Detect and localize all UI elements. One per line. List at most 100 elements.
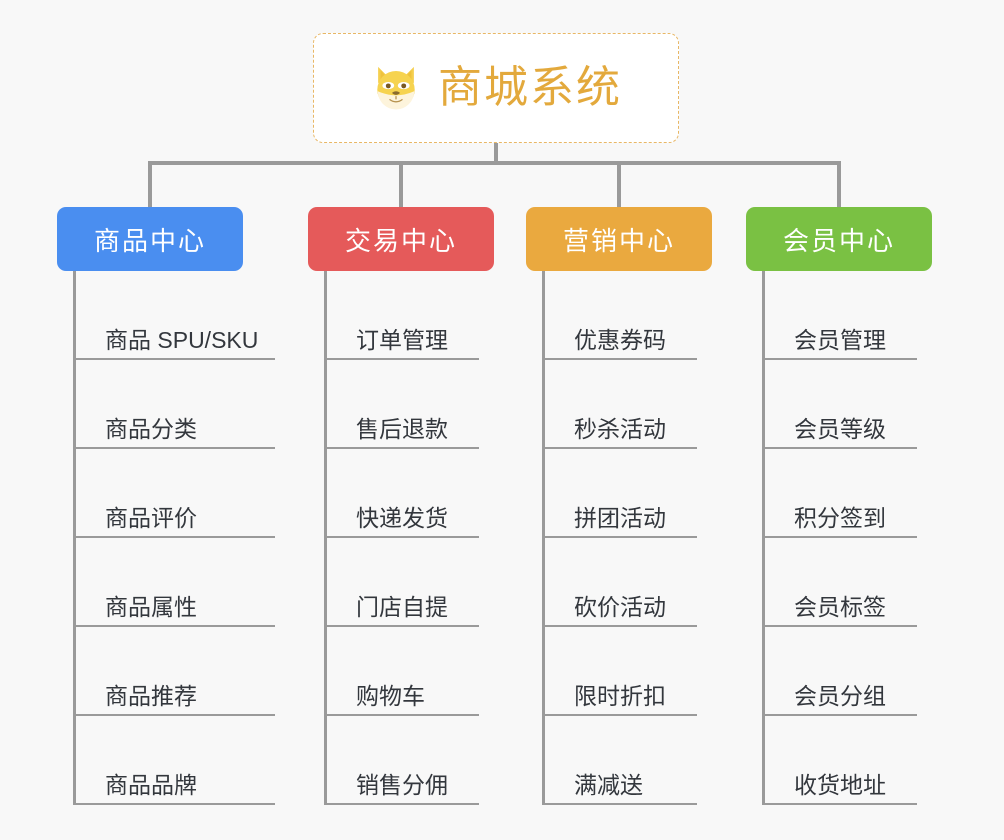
leaf-item-label: 商品 SPU/SKU (105, 326, 259, 353)
leaf-item[interactable]: 收货地址 (762, 716, 932, 805)
leaf-item[interactable]: 限时折扣 (542, 627, 712, 716)
leaf-item-label: 收货地址 (794, 771, 886, 798)
leaf-item-rule (324, 358, 479, 360)
leaf-item-rule (73, 447, 275, 449)
leaf-item-rule (762, 625, 917, 627)
column-header-label: 营销中心 (562, 225, 675, 256)
column-header-4[interactable]: 会员中心 (746, 207, 932, 271)
leaf-item-rule (542, 536, 697, 538)
leaf-item-rule (762, 358, 917, 360)
leaf-item-label: 满减送 (574, 771, 643, 798)
leaf-item-label: 会员等级 (794, 415, 886, 442)
leaf-item-rule (324, 447, 479, 449)
leaf-item-label: 商品推荐 (105, 682, 197, 709)
leaf-item[interactable]: 拼团活动 (542, 449, 712, 538)
column-body-3: 优惠券码秒杀活动拼团活动砍价活动限时折扣满减送 (542, 271, 712, 805)
leaf-item[interactable]: 砍价活动 (542, 538, 712, 627)
leaf-item-rule (73, 625, 275, 627)
column-header-label: 会员中心 (782, 225, 895, 256)
column-body-4: 会员管理会员等级积分签到会员标签会员分组收货地址 (762, 271, 932, 805)
leaf-item[interactable]: 商品品牌 (73, 716, 275, 805)
leaf-item-rule (542, 803, 697, 805)
connector-drop-2 (399, 161, 403, 207)
leaf-item-label: 购物车 (356, 682, 425, 709)
leaf-item[interactable]: 商品评价 (73, 449, 275, 538)
leaf-item[interactable]: 门店自提 (324, 538, 494, 627)
leaf-item-rule (542, 625, 697, 627)
column-spine-4 (762, 271, 765, 805)
column-body-2: 订单管理售后退款快递发货门店自提购物车销售分佣 (324, 271, 494, 805)
leaf-item-label: 拼团活动 (574, 504, 666, 531)
connector-bar (148, 161, 840, 165)
leaf-item-rule (324, 714, 479, 716)
leaf-item-label: 销售分佣 (356, 771, 448, 798)
leaf-item-label: 会员标签 (794, 593, 886, 620)
leaf-item-label: 优惠券码 (574, 326, 666, 353)
leaf-item-label: 商品评价 (105, 504, 197, 531)
leaf-item-rule (73, 803, 275, 805)
leaf-item-label: 会员管理 (794, 326, 886, 353)
column-header-1[interactable]: 商品中心 (57, 207, 243, 271)
leaf-item[interactable]: 商品属性 (73, 538, 275, 627)
column-header-3[interactable]: 营销中心 (526, 207, 712, 271)
column-header-label: 商品中心 (93, 225, 206, 256)
leaf-item-rule (762, 803, 917, 805)
column-2: 交易中心订单管理售后退款快递发货门店自提购物车销售分佣 (308, 207, 494, 805)
column-body-1: 商品 SPU/SKU 商品分类商品评价商品属性商品推荐商品品牌 (73, 271, 275, 805)
leaf-item-rule (762, 447, 917, 449)
leaf-item[interactable]: 销售分佣 (324, 716, 494, 805)
leaf-item[interactable]: 会员分组 (762, 627, 932, 716)
column-spine-3 (542, 271, 545, 805)
leaf-item-rule (73, 358, 275, 360)
connector-drop-4 (837, 161, 841, 207)
leaf-item-label: 售后退款 (356, 415, 448, 442)
connector-stem (494, 143, 498, 164)
column-3: 营销中心优惠券码秒杀活动拼团活动砍价活动限时折扣满减送 (526, 207, 712, 805)
column-spine-1 (73, 271, 76, 805)
leaf-item-rule (73, 714, 275, 716)
leaf-item[interactable]: 会员管理 (762, 271, 932, 360)
leaf-item[interactable]: 购物车 (324, 627, 494, 716)
leaf-item[interactable]: 快递发货 (324, 449, 494, 538)
leaf-item[interactable]: 优惠券码 (542, 271, 712, 360)
root-node[interactable]: 商城系统 (313, 33, 679, 143)
leaf-item-label: 门店自提 (356, 593, 448, 620)
leaf-item[interactable]: 会员等级 (762, 360, 932, 449)
leaf-item[interactable]: 订单管理 (324, 271, 494, 360)
leaf-item-rule (542, 714, 697, 716)
leaf-item[interactable]: 商品 SPU/SKU (73, 271, 275, 360)
leaf-item-label: 秒杀活动 (574, 415, 666, 442)
column-header-label: 交易中心 (344, 225, 457, 256)
leaf-item-label: 商品属性 (105, 593, 197, 620)
leaf-item-rule (762, 714, 917, 716)
connector-drop-1 (148, 161, 152, 207)
column-header-2[interactable]: 交易中心 (308, 207, 494, 271)
leaf-item-rule (324, 536, 479, 538)
leaf-item-label: 会员分组 (794, 682, 886, 709)
leaf-item[interactable]: 满减送 (542, 716, 712, 805)
leaf-item-rule (762, 536, 917, 538)
leaf-item[interactable]: 积分签到 (762, 449, 932, 538)
leaf-item-label: 订单管理 (356, 326, 448, 353)
leaf-item-rule (542, 358, 697, 360)
root-title: 商城系统 (438, 63, 622, 112)
leaf-item-label: 快递发货 (356, 504, 448, 531)
column-1: 商品中心商品 SPU/SKU 商品分类商品评价商品属性商品推荐商品品牌 (57, 207, 275, 805)
leaf-item-rule (324, 803, 479, 805)
leaf-item-rule (324, 625, 479, 627)
column-4: 会员中心会员管理会员等级积分签到会员标签会员分组收货地址 (746, 207, 932, 805)
leaf-item[interactable]: 秒杀活动 (542, 360, 712, 449)
shiba-dog-icon (377, 66, 415, 110)
leaf-item[interactable]: 售后退款 (324, 360, 494, 449)
leaf-item-label: 限时折扣 (574, 682, 666, 709)
leaf-item-label: 积分签到 (794, 504, 886, 531)
leaf-item-label: 砍价活动 (574, 593, 666, 620)
leaf-item-label: 商品分类 (105, 415, 197, 442)
column-spine-2 (324, 271, 327, 805)
leaf-item-rule (542, 447, 697, 449)
leaf-item[interactable]: 商品分类 (73, 360, 275, 449)
leaf-item-rule (73, 536, 275, 538)
leaf-item[interactable]: 商品推荐 (73, 627, 275, 716)
leaf-item[interactable]: 会员标签 (762, 538, 932, 627)
